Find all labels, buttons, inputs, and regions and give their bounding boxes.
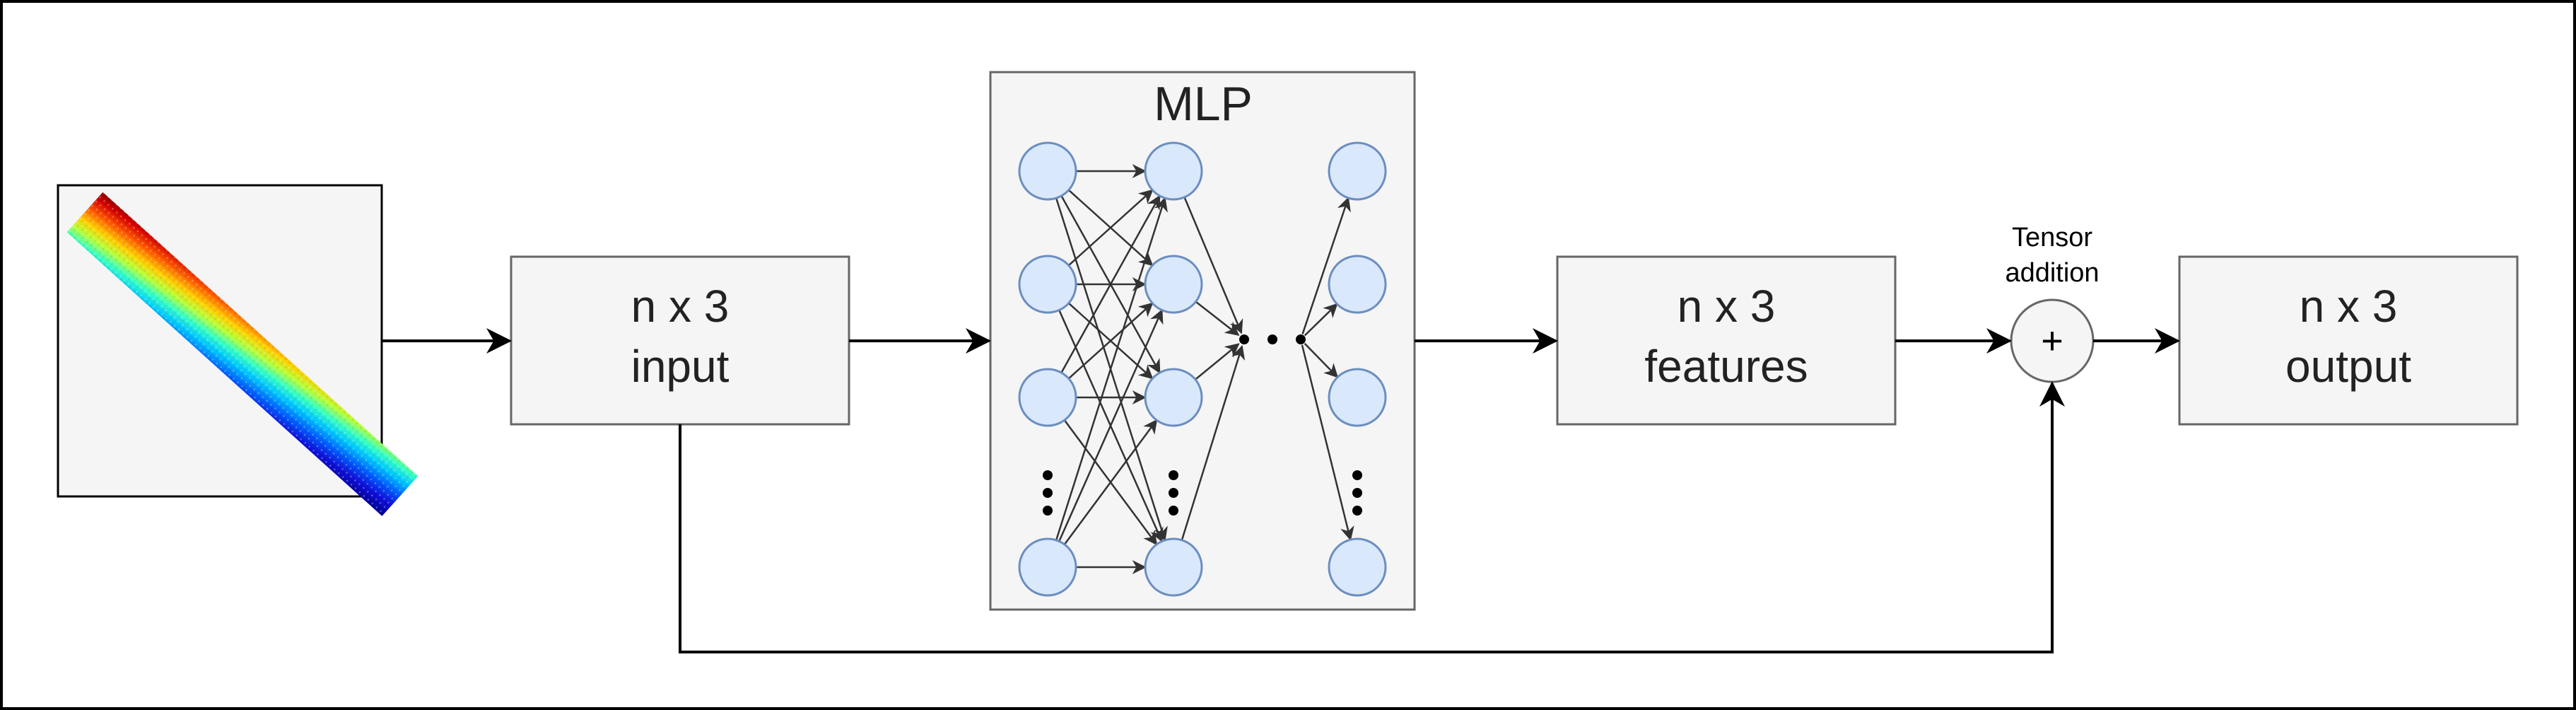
residual-skip-arrow — [679, 381, 2065, 653]
mlp-edge-l1-1-l2-0 — [1067, 189, 1154, 267]
mlp-edge-l2-1-to-hidden — [1195, 301, 1240, 336]
mlp-block: MLP — [989, 71, 1416, 611]
tensor-addition-label-2: addition — [2005, 258, 2099, 288]
plus-icon: + — [2041, 320, 2063, 362]
input-block: n x 3 input — [510, 255, 850, 426]
output-block-label: output — [2285, 341, 2411, 392]
point-cloud-image — [57, 184, 418, 516]
mlp-neuron-l3-3 — [1328, 368, 1387, 427]
mlp-connections — [1055, 164, 1354, 574]
mlp-edge-l2-2-to-hidden — [1195, 343, 1240, 380]
mlp-title: MLP — [1154, 77, 1253, 131]
mlp-neuron-l2-3 — [1144, 368, 1203, 427]
features-block-dim: n x 3 — [1678, 281, 1776, 332]
mlp-edge-hidden-to-l3-0 — [1301, 197, 1351, 334]
mlp-neuron-l1-4 — [1018, 537, 1077, 597]
mlp-edge-l1-3-l2-1 — [1058, 309, 1164, 542]
features-block-label: features — [1644, 341, 1808, 392]
mlp-edge-hidden-to-l3-3 — [1301, 344, 1354, 541]
mlp-edge-l1-2-l2-1 — [1067, 302, 1154, 380]
input-block-dim: n x 3 — [631, 281, 730, 332]
mlp-neuron-l3-2 — [1328, 255, 1387, 314]
features-block: n x 3 features — [1556, 255, 1897, 426]
mlp-edge-l1-3-l2-2 — [1063, 419, 1158, 545]
mlp-neuron-l1-3 — [1018, 368, 1077, 427]
output-block-dim: n x 3 — [2300, 281, 2398, 332]
mlp-neuron-l3-4 — [1328, 537, 1387, 597]
mlp-edge-l1-2-l2-0 — [1060, 194, 1161, 373]
mlp-neuron-l2-4 — [1144, 537, 1203, 597]
mlp-neuron-l1-1 — [1018, 141, 1077, 201]
mlp-neuron-l3-1 — [1328, 141, 1387, 201]
mlp-neurons — [1018, 141, 1387, 597]
mlp-edge-l1-3-l2-0 — [1055, 197, 1168, 541]
vertical-ellipsis-col3 — [1352, 470, 1362, 516]
mlp-neuron-l2-2 — [1144, 255, 1203, 314]
horizontal-ellipsis — [1239, 334, 1306, 344]
vertical-ellipsis-col1 — [1043, 470, 1053, 516]
vertical-ellipsis-col2 — [1169, 470, 1178, 516]
tensor-addition-node: Tensor addition + — [2005, 223, 2100, 383]
output-block: n x 3 output — [2178, 255, 2519, 426]
mlp-neuron-l2-1 — [1144, 141, 1203, 201]
flow-arrows — [382, 328, 2180, 653]
input-block-label: input — [631, 341, 730, 392]
mlp-edge-hidden-to-l3-2 — [1304, 342, 1339, 378]
mlp-neuron-l1-2 — [1018, 255, 1077, 314]
mlp-edge-l2-3-to-hidden — [1181, 344, 1246, 541]
mlp-edge-l2-0-to-hidden — [1183, 197, 1243, 334]
mlp-edge-hidden-to-l3-1 — [1304, 303, 1338, 337]
tensor-addition-label-1: Tensor — [2012, 223, 2092, 252]
